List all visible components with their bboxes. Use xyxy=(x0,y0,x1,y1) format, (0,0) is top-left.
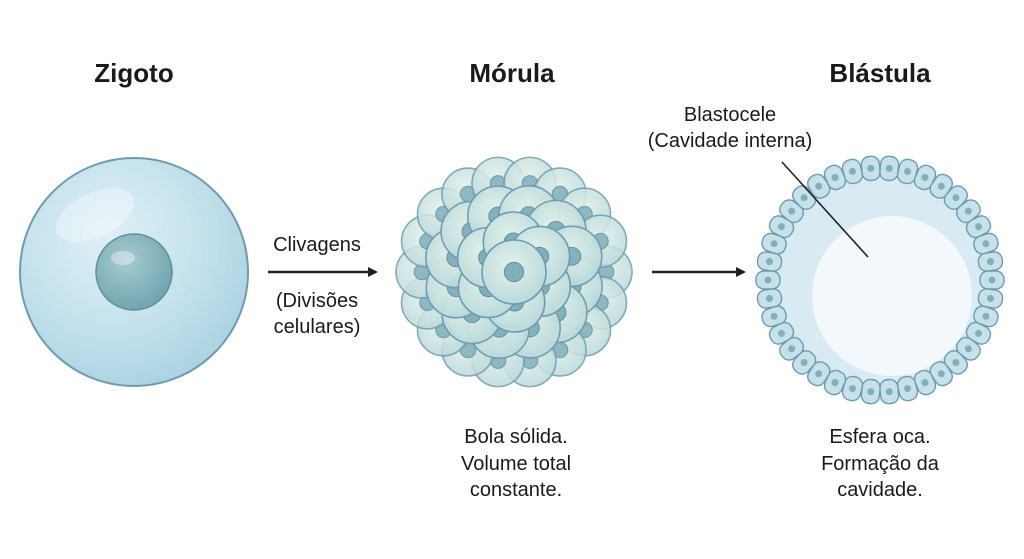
arrow-label-clivagens: Clivagens xyxy=(273,234,361,256)
blastula-cell xyxy=(756,251,783,272)
blastula-cell xyxy=(973,232,999,255)
blastula-cell xyxy=(965,215,992,239)
blastula-cell xyxy=(973,305,999,328)
blastula-cell xyxy=(879,155,900,182)
blastula-cell xyxy=(823,164,847,191)
blastula-cell xyxy=(929,361,953,387)
blastula-cell xyxy=(929,173,953,199)
title-blastula: Blástula xyxy=(829,58,931,88)
blastula-cell xyxy=(979,270,1005,290)
blastula-cell xyxy=(977,251,1004,272)
arrow-label-divisoes: (Divisões celulares) xyxy=(273,290,361,338)
blastula-cell xyxy=(768,215,795,239)
zygote xyxy=(19,157,249,387)
blastula-cell xyxy=(860,155,881,182)
zygote-nucleus xyxy=(95,233,173,311)
blastula-cell xyxy=(913,369,937,396)
title-zigoto: Zigoto xyxy=(94,58,174,88)
blastula-cell xyxy=(761,232,787,255)
blastocele-pointer xyxy=(781,161,869,258)
morula-caption: Bola sólida. Volume total constante. xyxy=(460,426,572,502)
morula-cell xyxy=(481,239,547,305)
blastula-caption: Esfera oca. Formação da cavidade. xyxy=(821,426,939,502)
morula xyxy=(395,156,633,388)
blastula-cell xyxy=(860,378,881,405)
blastocele-label: Blastocele (Cavidade interna) xyxy=(647,104,813,152)
blastula-cell xyxy=(896,158,919,185)
blastula-cell xyxy=(896,375,919,402)
blastula-cell xyxy=(755,270,781,290)
blastula-cell xyxy=(955,199,981,224)
title-morula: Mórula xyxy=(469,58,555,88)
blastula-cell xyxy=(779,336,805,361)
blastula xyxy=(755,155,1005,405)
blastula-cell xyxy=(879,378,900,405)
